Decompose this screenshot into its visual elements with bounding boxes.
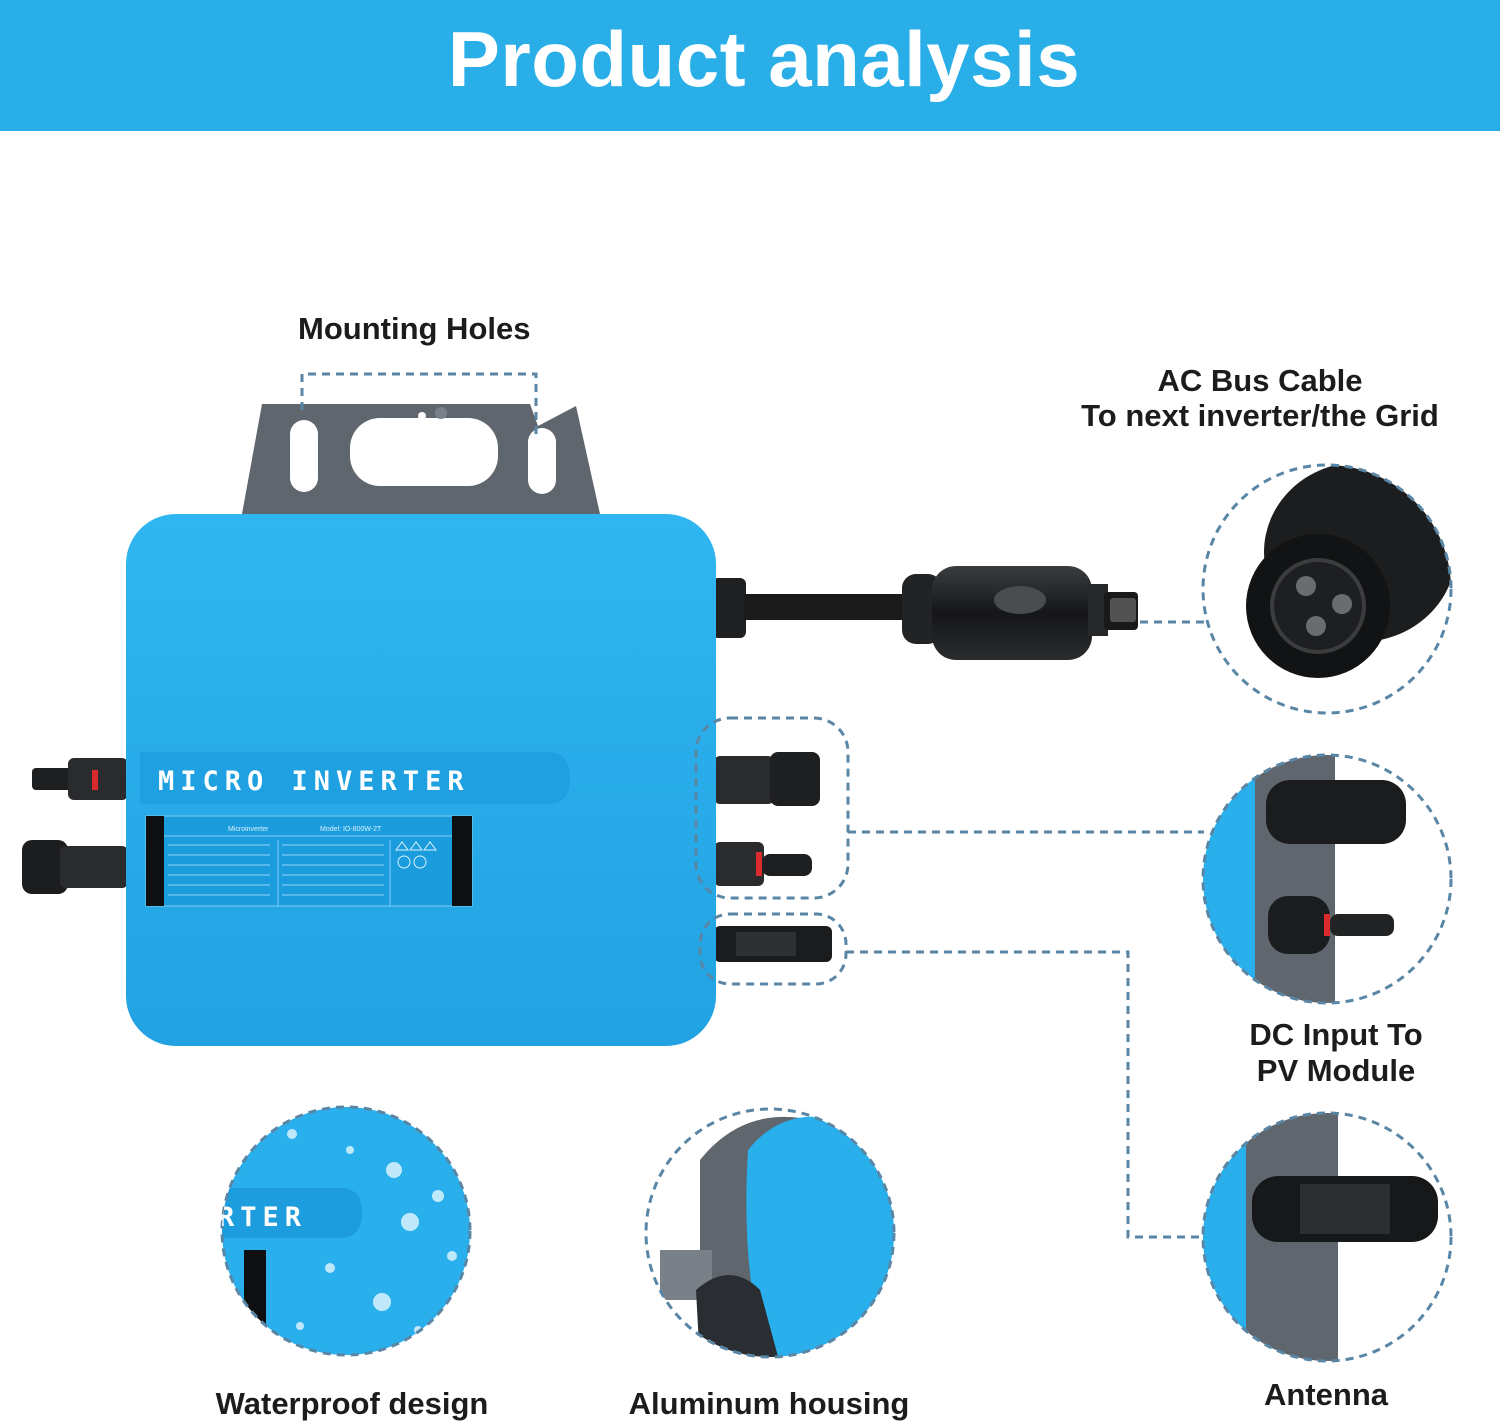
antenna-detail [1201, 1111, 1453, 1363]
left-dc-connectors [22, 758, 128, 894]
mounting-hole-left [290, 420, 318, 492]
label-product: Microinverter [228, 826, 269, 833]
mounting-holes-label: Mounting Holes [298, 311, 531, 346]
nameplate: MICRO INVERTER [158, 766, 470, 797]
antenna [714, 926, 832, 962]
label-model: Model: IO-800W-2T [320, 826, 382, 833]
ac-bus-label-line1: AC Bus Cable [1157, 363, 1363, 398]
waterproof-detail [220, 1105, 472, 1357]
ac-plug-detail [1201, 463, 1453, 715]
right-dc-connectors [714, 752, 820, 886]
mounting-holes-callout-line [300, 372, 538, 440]
dc-input-label-line2: PV Module [1256, 1053, 1416, 1088]
mounting-hole-center [350, 418, 498, 486]
waterproof-detail-text: RTER [218, 1202, 307, 1233]
page-title: Product analysis [447, 15, 1081, 103]
antenna-callout-line [846, 950, 1204, 1239]
dc-input-detail [1201, 753, 1453, 1005]
dc-connectors-callout-box [694, 716, 850, 900]
waterproof-label: Waterproof design [215, 1386, 489, 1421]
inverter-housing: Microinverter Model: IO-800W-2T [126, 514, 716, 1046]
antenna-label: Antenna [1264, 1377, 1388, 1412]
mounting-bracket [242, 404, 600, 514]
antenna-callout-box [698, 912, 848, 986]
dc-input-label-line1: DC Input To [1249, 1017, 1423, 1052]
ac-bus-label-line2: To next inverter/the Grid [1081, 398, 1439, 433]
mounting-hole-right [528, 428, 556, 494]
aluminum-label: Aluminum housing [628, 1386, 910, 1421]
header-banner [0, 0, 1500, 131]
aluminum-detail [644, 1107, 896, 1359]
ac-bus-cable [712, 566, 1138, 660]
